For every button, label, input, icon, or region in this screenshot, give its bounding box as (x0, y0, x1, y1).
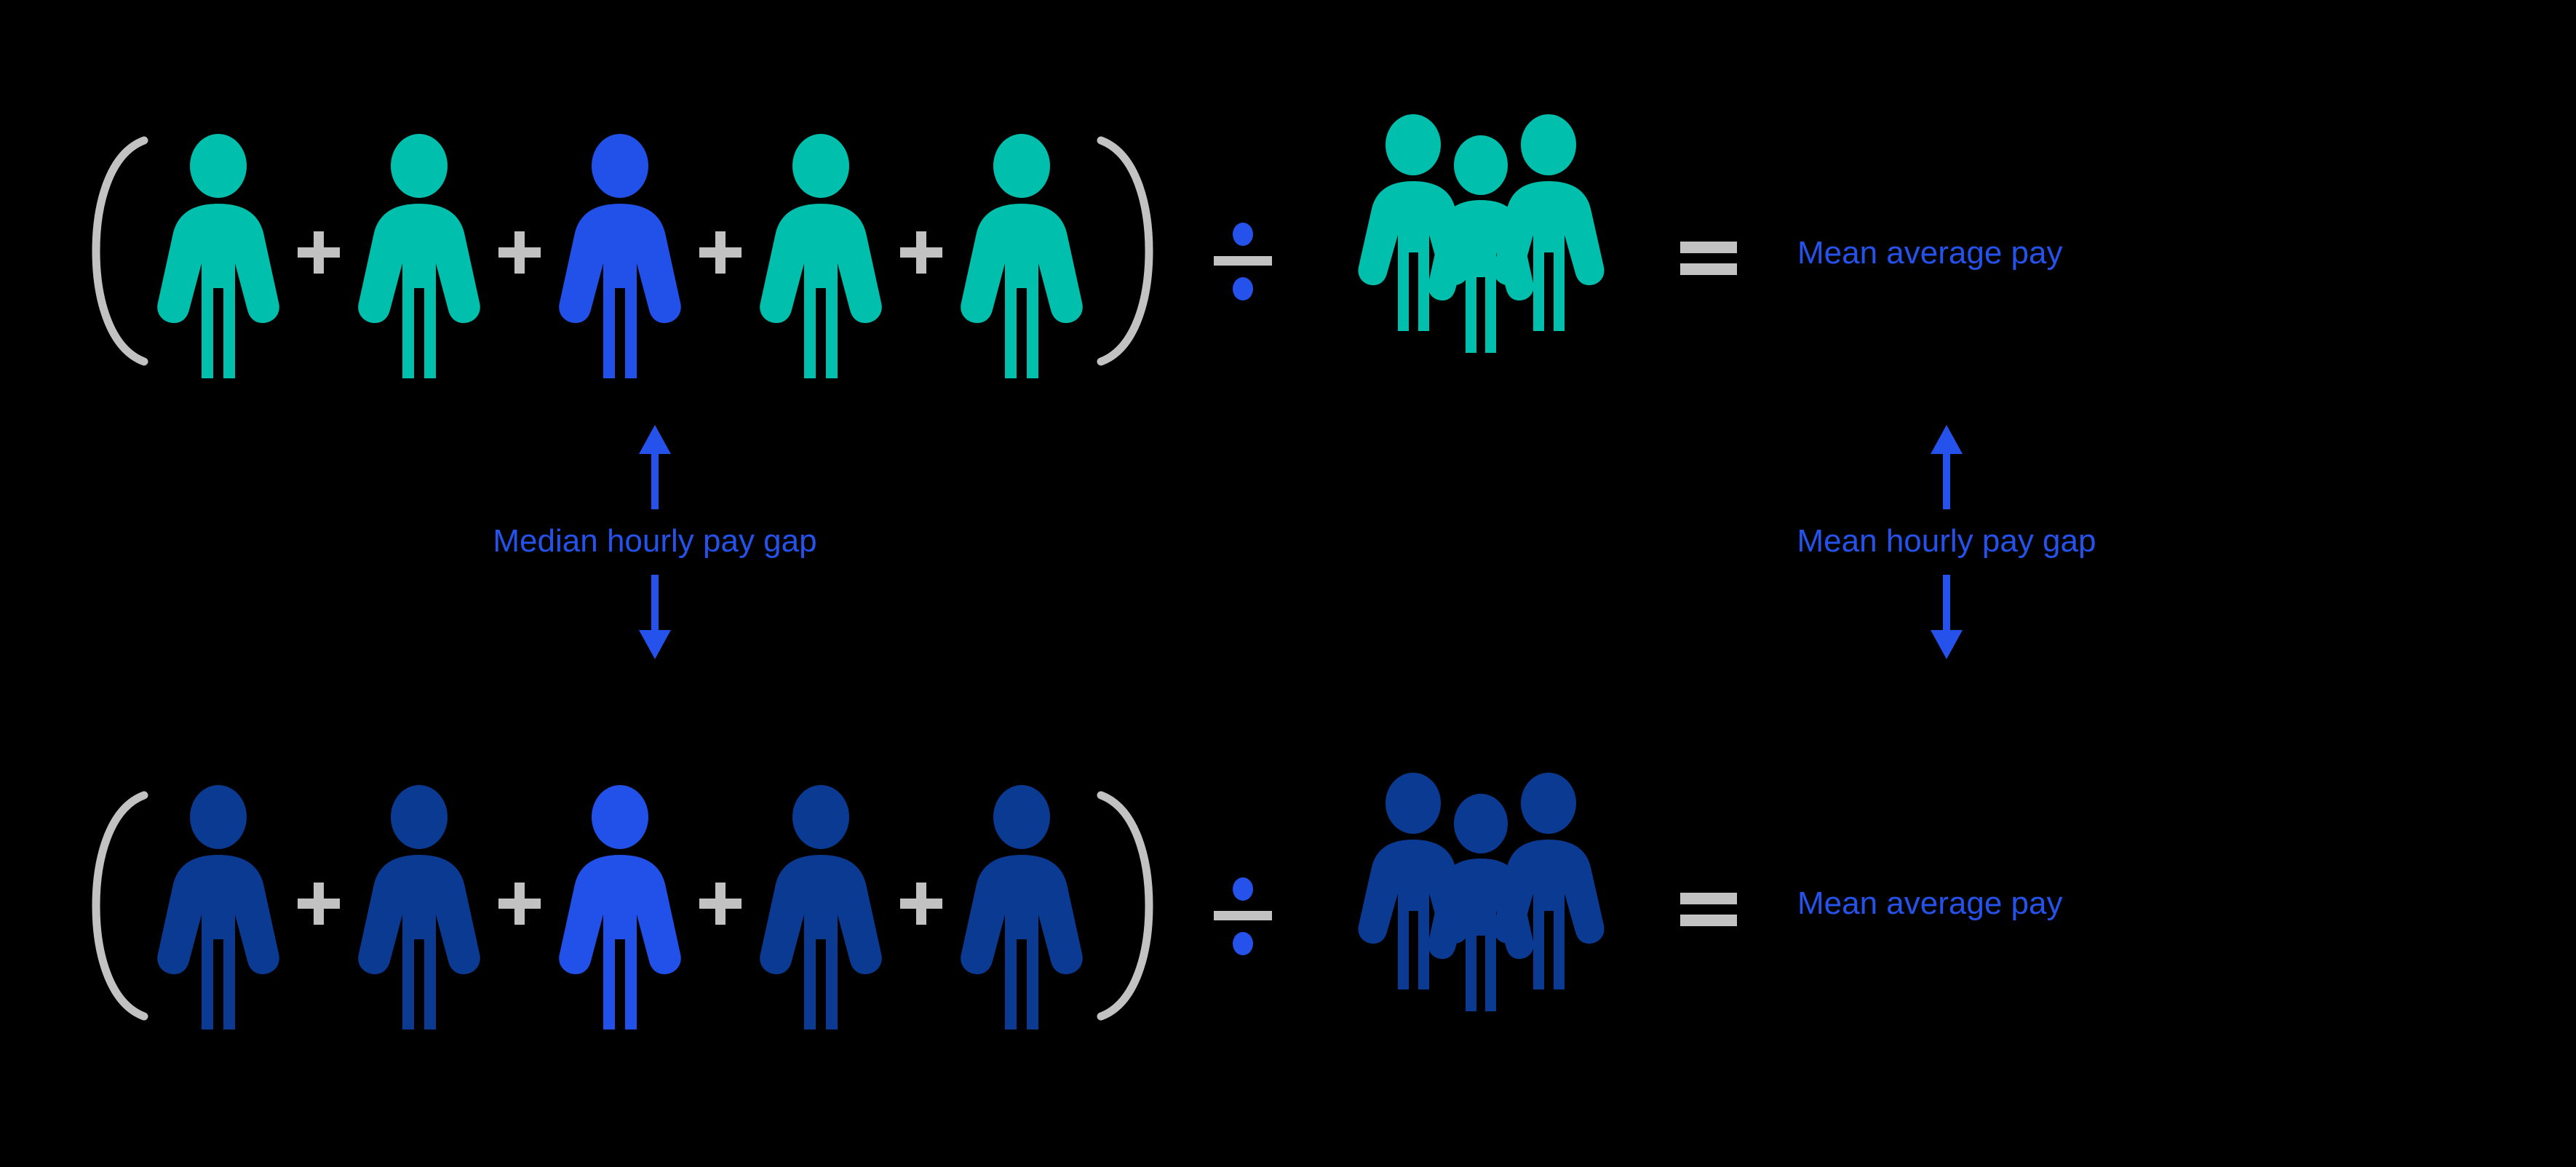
close-bracket-top (1095, 135, 1158, 367)
arrow-up-icon-mean (1925, 422, 1968, 509)
divide-icon-bottom (1208, 859, 1278, 975)
person-icon-1-bottom (149, 782, 287, 1029)
person-icon-4-top (752, 131, 890, 378)
person-icon-median-top (551, 131, 689, 378)
open-bracket-top (87, 135, 150, 367)
people-group-icon-bottom (1343, 771, 1619, 1011)
person-icon-1-top (149, 131, 287, 378)
arrow-up-icon-median (633, 422, 677, 509)
plus-icon-2-bottom (488, 782, 551, 1029)
mean-gap-annotation: Mean hourly pay gap (1699, 422, 2194, 662)
person-icon-2-top (350, 131, 488, 378)
plus-icon-1-bottom (287, 782, 350, 1029)
person-icon-median-bottom (551, 782, 689, 1029)
person-icon-4-bottom (752, 782, 890, 1029)
plus-icon-4-bottom (890, 782, 953, 1029)
equals-icon-top (1677, 233, 1743, 284)
plus-icon-4-top (890, 131, 953, 378)
arrow-down-icon-mean (1925, 575, 1968, 662)
person-icon-5-top (953, 131, 1091, 378)
result-label-top: Mean average pay (1797, 235, 2063, 271)
plus-icon-3-top (689, 131, 752, 378)
open-bracket-bottom (87, 789, 150, 1022)
median-gap-label: Median hourly pay gap (493, 523, 817, 559)
result-label-bottom: Mean average pay (1797, 885, 2063, 921)
sum-people-strip-bottom (149, 782, 1091, 1029)
plus-icon-1-top (287, 131, 350, 378)
divide-icon-top (1208, 204, 1278, 320)
person-icon-2-bottom (350, 782, 488, 1029)
plus-icon-2-top (488, 131, 551, 378)
plus-icon-3-bottom (689, 782, 752, 1029)
sum-people-strip-top (149, 131, 1091, 378)
median-gap-annotation: Median hourly pay gap (429, 422, 880, 662)
person-icon-5-bottom (953, 782, 1091, 1029)
mean-gap-label: Mean hourly pay gap (1797, 523, 2096, 559)
equals-icon-bottom (1677, 884, 1743, 935)
arrow-down-icon-median (633, 575, 677, 662)
close-bracket-bottom (1095, 789, 1158, 1022)
people-group-icon-top (1343, 113, 1619, 353)
